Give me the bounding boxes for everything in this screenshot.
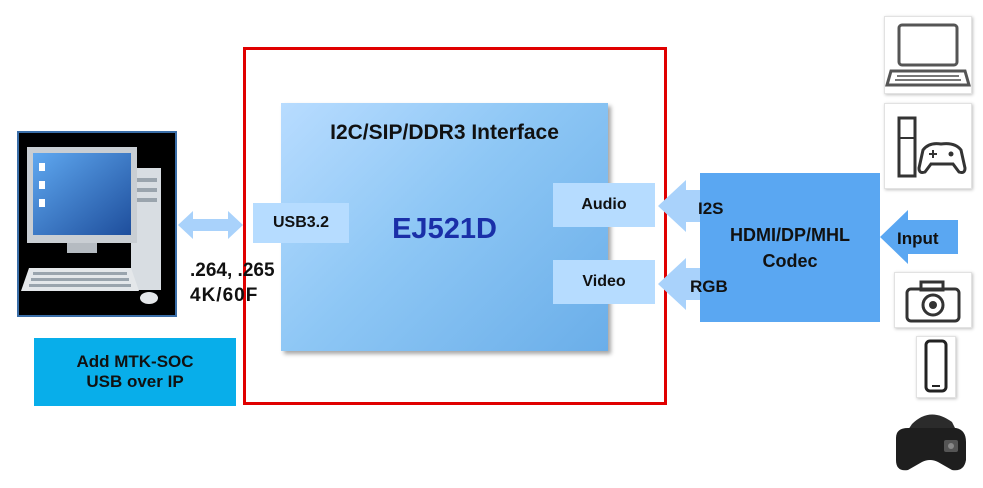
video-port-label: Video	[553, 260, 655, 304]
audio-port-label: Audio	[553, 183, 655, 227]
game-console-device	[884, 103, 972, 189]
usb-double-arrow	[178, 211, 243, 239]
camera-device	[894, 272, 972, 328]
desktop-pc-illustration	[17, 131, 177, 317]
i2s-signal-label: I2S	[698, 199, 724, 218]
game-console-icon	[897, 116, 967, 178]
codec-label-line2: Codec	[762, 251, 818, 271]
vr-headset-device	[890, 404, 970, 482]
specs-line1: .264, .265	[190, 260, 275, 281]
vr-headset-icon	[896, 414, 966, 471]
laptop-icon	[885, 23, 971, 87]
input-signal-label: Input	[897, 229, 939, 248]
mtk-soc-note: Add MTK-SOC USB over IP	[34, 338, 236, 406]
smartphone-icon	[924, 339, 948, 393]
usb-port-label: USB3.2	[253, 203, 349, 243]
system-boundary-frame	[243, 47, 667, 405]
camera-icon	[905, 280, 961, 323]
desktop-computer-icon	[21, 147, 161, 304]
smartphone-device	[916, 336, 956, 398]
input-arrow	[880, 210, 958, 264]
specs-line2: 4K/60F	[190, 285, 259, 306]
chip-name: EJ521D	[392, 213, 497, 245]
note-line2: USB over IP	[86, 372, 184, 391]
laptop-device	[884, 16, 972, 94]
chip-interface-title: I2C/SIP/DDR3 Interface	[330, 121, 559, 144]
codec-block: HDMI/DP/MHL Codec	[700, 173, 880, 322]
rgb-signal-label: RGB	[690, 277, 728, 296]
codec-label-line1: HDMI/DP/MHL	[730, 225, 850, 245]
codec-specs: .264, .265 4K/60F	[190, 258, 275, 308]
note-line1: Add MTK-SOC	[76, 352, 194, 371]
